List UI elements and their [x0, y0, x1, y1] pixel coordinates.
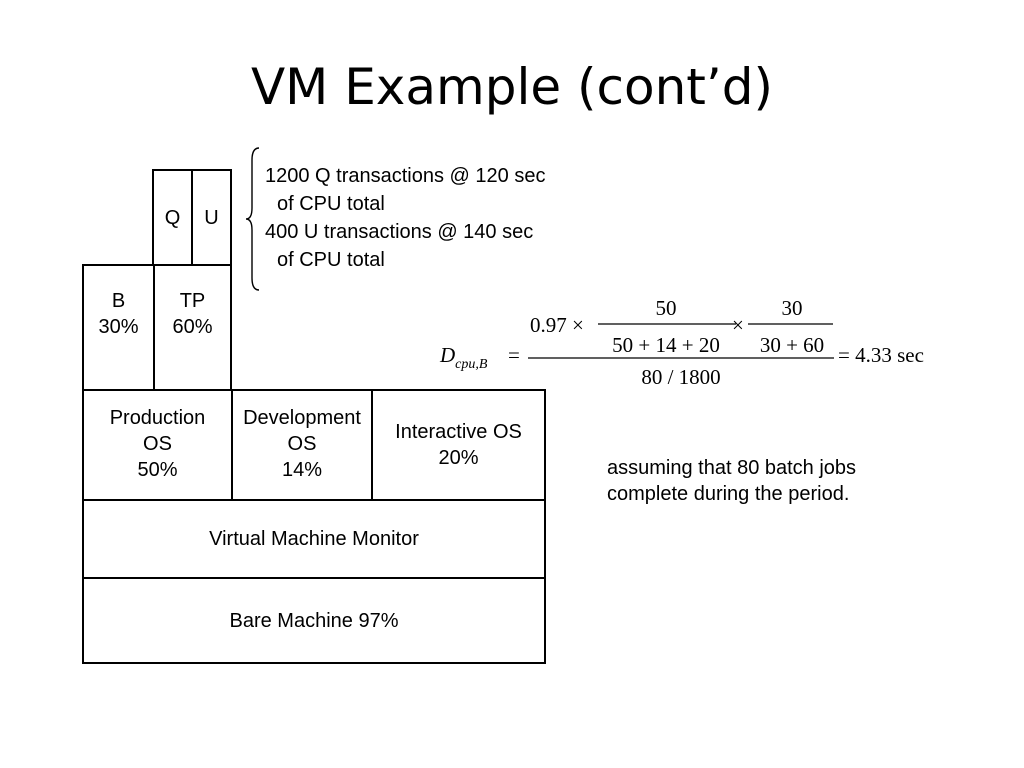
q-label: Q	[164, 206, 181, 229]
production-pct: 50%	[137, 459, 178, 481]
b-name: B	[111, 290, 126, 312]
q-box: Q	[152, 169, 193, 266]
interactive-os-box: Interactive OS 20%	[371, 389, 546, 501]
formula-lhs: Dcpu,B	[439, 343, 488, 372]
b-box: B 30%	[82, 264, 155, 391]
formula-frac2-num: 30	[782, 296, 803, 320]
development-pct: 14%	[281, 459, 323, 481]
tp-name: TP	[179, 290, 206, 312]
formula-frac1-num: 50	[656, 296, 677, 320]
interactive-pct: 20%	[438, 447, 479, 469]
u-label: U	[204, 206, 219, 229]
formula-lhs-main: D	[439, 343, 455, 367]
bare-machine-label: Bare Machine 97%	[229, 609, 399, 632]
development-line1: Development	[243, 407, 361, 429]
development-os-box: Development OS 14%	[231, 389, 373, 501]
note-line2: of CPU total	[277, 193, 385, 215]
formula-outer-den: 80 / 1800	[641, 365, 720, 389]
development-line2: OS	[287, 433, 317, 455]
cpu-demand-formula: Dcpu,B = 0.97 × 50 50 + 14 + 20 × 30 30 …	[439, 296, 924, 389]
tp-pct: 60%	[172, 316, 213, 338]
formula-lhs-sub: cpu,B	[455, 357, 488, 372]
note-line1: 1200 Q transactions @ 120 sec	[265, 165, 546, 187]
vmm-box: Virtual Machine Monitor	[82, 499, 546, 579]
interactive-line1: Interactive OS	[395, 421, 522, 443]
u-transactions-note: 400 U transactions @ 140 sec of CPU tota…	[265, 218, 533, 274]
u-box: U	[191, 169, 232, 266]
bare-machine-box: Bare Machine 97%	[82, 577, 546, 664]
note-line4: of CPU total	[277, 249, 385, 271]
formula-equals: =	[508, 343, 520, 367]
production-line2: OS	[143, 433, 172, 455]
b-pct: 30%	[98, 316, 139, 338]
formula-result: = 4.33 sec	[838, 343, 924, 367]
q-transactions-note: 1200 Q transactions @ 120 sec of CPU tot…	[265, 162, 545, 218]
assumption-note: assuming that 80 batch jobs complete dur…	[607, 455, 856, 507]
formula-frac1-den: 50 + 14 + 20	[612, 333, 720, 357]
production-line1: Production	[109, 407, 206, 429]
assumption-line2: complete during the period.	[607, 483, 850, 505]
production-os-box: Production OS 50%	[82, 389, 233, 501]
curly-brace-icon	[245, 147, 260, 291]
vmm-label: Virtual Machine Monitor	[209, 528, 419, 550]
formula-frac2-den: 30 + 60	[760, 333, 824, 357]
assumption-line1: assuming that 80 batch jobs	[607, 457, 857, 479]
note-line3: 400 U transactions @ 140 sec	[265, 221, 534, 243]
tp-box: TP 60%	[153, 264, 232, 391]
formula-times: ×	[732, 313, 744, 337]
slide-title: VM Example (cont’d)	[250, 58, 774, 116]
formula-coef: 0.97 ×	[530, 313, 584, 337]
